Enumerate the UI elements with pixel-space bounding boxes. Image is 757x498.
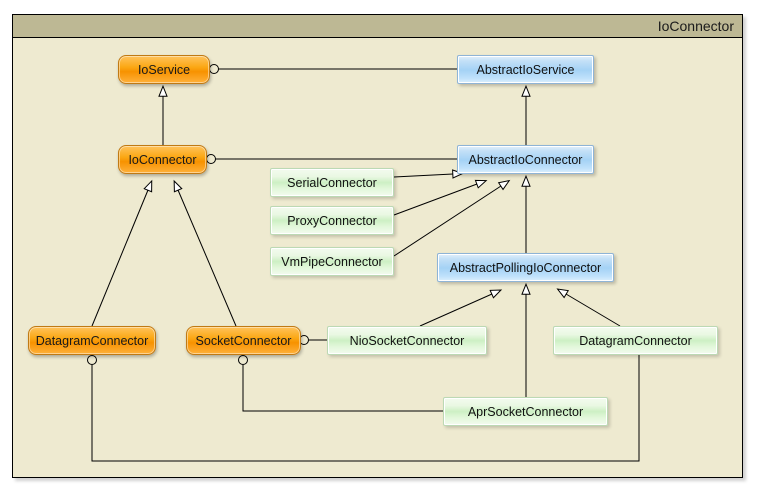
- gen-vmpipeconnector: [393, 179, 511, 257]
- ball-socketconnector-bottom: [238, 355, 248, 365]
- class-label: DatagramConnector: [35, 333, 149, 348]
- class-node-abstractpollingioconnector[interactable]: AbstractPollingIoConnector: [437, 253, 614, 282]
- ball-ioservice: [209, 64, 219, 74]
- class-node-abstractioservice[interactable]: AbstractIoService: [457, 55, 594, 84]
- link-datagramconnector-interface-class: [91, 355, 640, 462]
- class-node-serialconnector[interactable]: SerialConnector: [270, 168, 394, 197]
- class-label: NioSocketConnector: [349, 333, 465, 348]
- class-label: IoConnector: [128, 152, 197, 167]
- class-node-aprsocketconnector[interactable]: AprSocketConnector: [443, 397, 608, 426]
- package-frame: [12, 14, 743, 478]
- class-label: AbstractIoService: [476, 62, 575, 77]
- gen-serialconnector: [393, 169, 465, 179]
- class-node-proxyconnector[interactable]: ProxyConnector: [270, 206, 394, 235]
- class-node-datagramconnector-interface[interactable]: DatagramConnector: [28, 326, 156, 355]
- gen-socketconnector-ioconnector: [173, 179, 237, 327]
- class-label: DatagramConnector: [579, 333, 692, 348]
- class-label: VmPipeConnector: [281, 254, 383, 269]
- class-label: AprSocketConnector: [467, 404, 584, 419]
- gen-datagramconnector-class: [556, 288, 621, 327]
- class-label: AbstractIoConnector: [468, 152, 583, 167]
- package-title: IoConnector: [12, 14, 743, 38]
- class-node-datagramconnector-class[interactable]: DatagramConnector: [553, 326, 718, 355]
- gen-niosocketconnector: [419, 289, 503, 327]
- gen-proxyconnector: [393, 179, 488, 216]
- link-socketconnector-aprsocketconnector: [242, 365, 443, 412]
- ball-ioconnector: [206, 154, 216, 164]
- class-node-ioconnector[interactable]: IoConnector: [118, 145, 207, 174]
- class-label: AbstractPollingIoConnector: [449, 260, 602, 275]
- class-label: SocketConnector: [195, 333, 292, 348]
- class-node-niosocketconnector[interactable]: NioSocketConnector: [327, 326, 487, 355]
- class-label: IoService: [137, 62, 191, 77]
- class-label: SerialConnector: [287, 175, 377, 190]
- class-node-vmpipeconnector[interactable]: VmPipeConnector: [270, 247, 394, 276]
- ball-datagramconnector-bottom: [87, 355, 97, 365]
- class-label: ProxyConnector: [287, 213, 377, 228]
- class-node-ioservice[interactable]: IoService: [118, 55, 210, 84]
- gen-datagramconnector-ioconnector: [91, 179, 153, 327]
- class-node-abstractioconnector[interactable]: AbstractIoConnector: [457, 145, 594, 174]
- class-node-socketconnector-interface[interactable]: SocketConnector: [186, 326, 301, 355]
